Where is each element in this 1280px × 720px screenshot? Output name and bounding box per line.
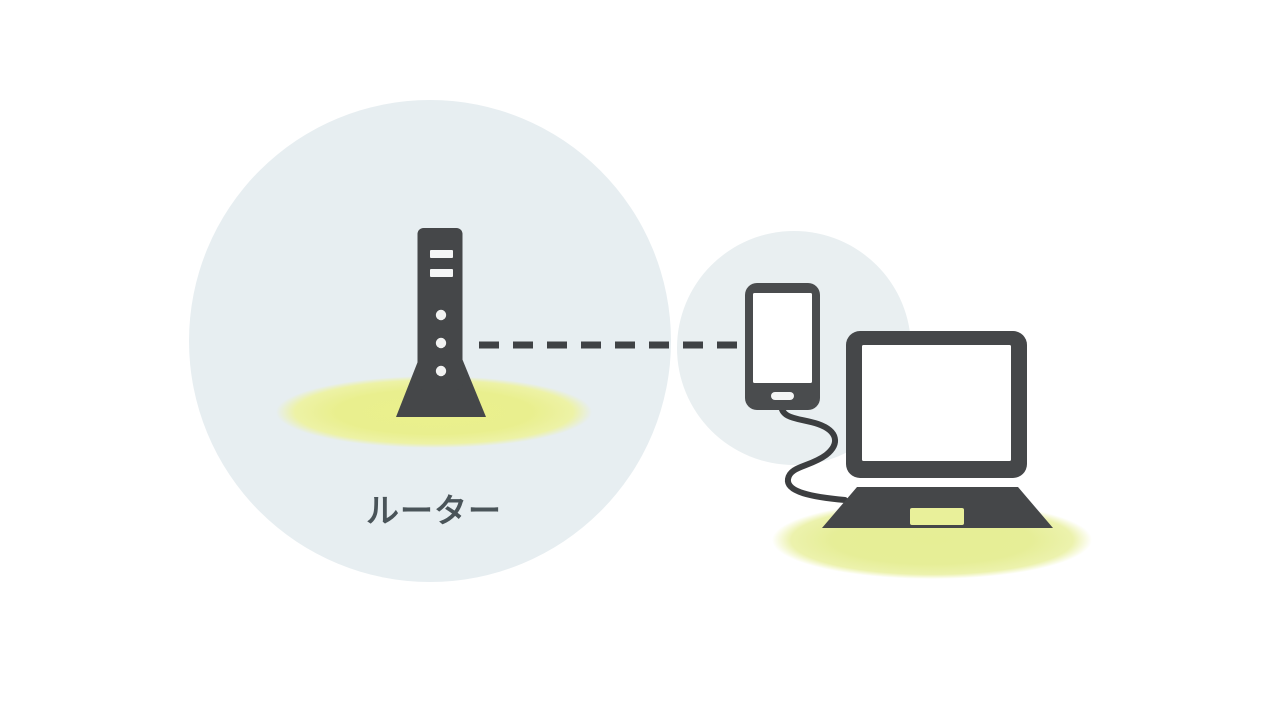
router-led-indicator [435,309,447,321]
router-vent-slot [430,250,453,258]
smartphone-screen [753,293,812,383]
laptop-base [822,487,1053,528]
router-led-indicator [435,337,447,349]
laptop-screen [862,345,1011,461]
router-vent-slot [430,269,453,277]
router-label: ルーター [366,491,502,530]
laptop-trackpad[interactable] [910,508,964,525]
smartphone-home-button[interactable] [771,392,794,400]
router-body [417,228,463,390]
usb-tether-cable [778,401,848,503]
router-led-indicator [435,365,447,377]
